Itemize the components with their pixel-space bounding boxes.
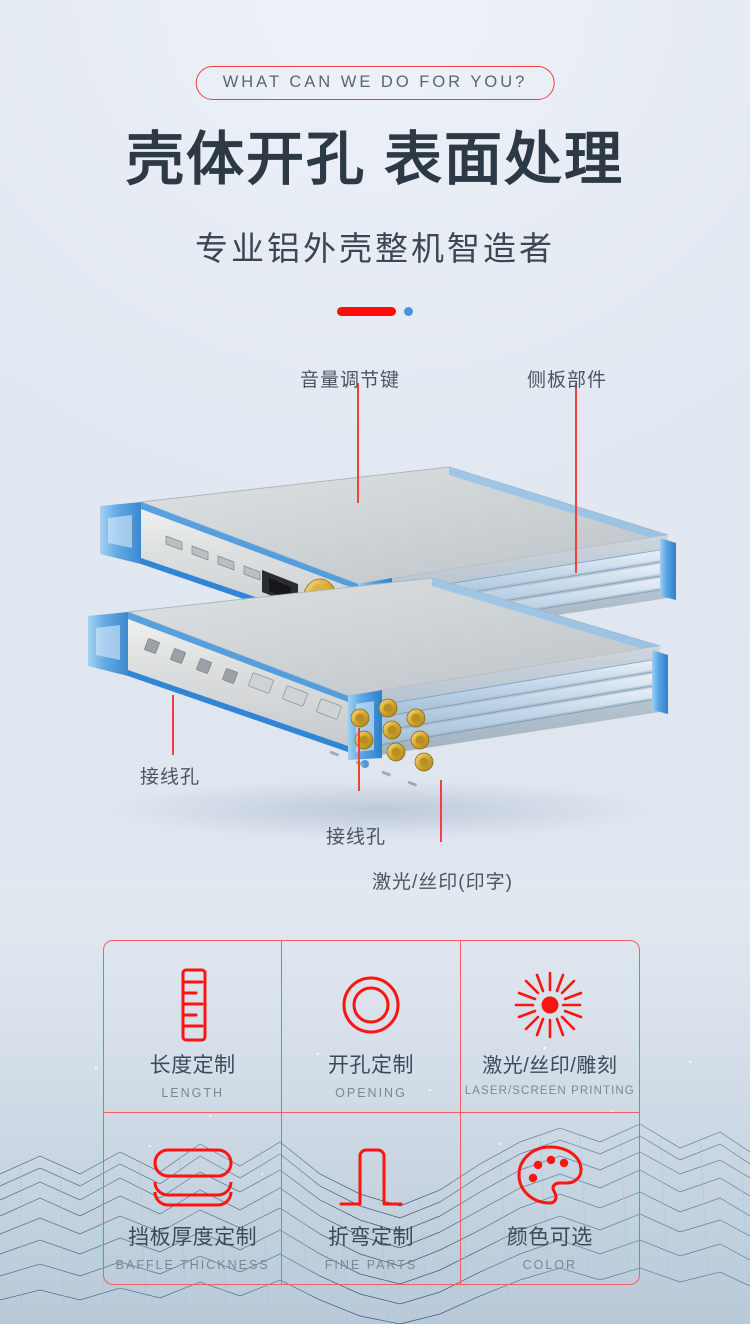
feature-label-cn: 长度定制 <box>149 1054 236 1077</box>
feature-cell-baffle[interactable]: 挡板厚度定制 BAFFLE THICKNESS <box>104 1112 283 1284</box>
feature-label-en: BAFFLE THICKNESS <box>115 1257 270 1272</box>
stacked-plates-icon <box>147 1135 239 1219</box>
callout-laser-print: 激光/丝印(印字) <box>372 872 513 893</box>
divider-dot <box>404 306 413 316</box>
hero-badge: WHAT CAN WE DO FOR YOU? <box>195 66 555 100</box>
laser-burst-icon <box>510 963 590 1047</box>
page-title-left: 壳体开孔 <box>125 127 366 192</box>
wireframe-terrain-decoration <box>0 1024 750 1324</box>
callout-side-panel: 侧板部件 <box>527 370 608 391</box>
lower-chassis <box>88 577 668 787</box>
divider-bar <box>337 306 396 316</box>
feature-cell-length[interactable]: 长度定制 LENGTH <box>104 941 283 1113</box>
leader-line-laser-print <box>440 780 442 842</box>
callout-volume-knob: 音量调节键 <box>300 370 401 391</box>
leader-line-wire-hole-mid <box>358 728 360 791</box>
left-mount-ear-upper <box>100 502 141 564</box>
feature-label-cn: 开孔定制 <box>327 1054 414 1077</box>
feature-cell-opening[interactable]: 开孔定制 OPENING <box>282 941 461 1113</box>
lower-front-ports <box>144 638 434 787</box>
callout-wire-hole-left: 接线孔 <box>140 767 201 788</box>
feature-label-en: FINE PARTS <box>324 1257 418 1272</box>
leader-line-side-panel <box>575 383 577 573</box>
page-title-right: 表面处理 <box>384 127 625 192</box>
bend-profile-icon <box>333 1135 409 1219</box>
page-title: 壳体开孔表面处理 <box>0 127 750 193</box>
right-mount-ear-lower <box>348 690 382 768</box>
left-mount-ear-lower <box>88 612 128 676</box>
feature-label-en: OPENING <box>335 1086 407 1100</box>
right-end-cap-lower <box>652 650 668 714</box>
feature-cell-bending[interactable]: 折弯定制 FINE PARTS <box>282 1112 461 1284</box>
right-end-cap-upper <box>660 538 676 600</box>
feature-label-cn: 颜色可选 <box>506 1225 593 1249</box>
feature-label-en: COLOR <box>522 1257 578 1272</box>
page-subtitle: 专业铝外壳整机智造者 <box>195 230 555 267</box>
palette-icon <box>512 1135 588 1219</box>
feature-label-en: LENGTH <box>161 1086 225 1100</box>
sma-connectors <box>350 698 434 772</box>
product-illustration: 音量调节键 侧板部件 接线孔 接线孔 激光/丝印(印字) <box>0 340 750 920</box>
divider-ornament <box>0 305 750 317</box>
feature-label-cn: 挡板厚度定制 <box>128 1225 258 1249</box>
feature-cell-laser[interactable]: 激光/丝印/雕刻 LASER/SCREEN PRINTING <box>460 941 639 1113</box>
lower-background-gradient <box>0 880 750 1324</box>
feature-grid: 长度定制 LENGTH 开孔定制 OPENING <box>103 940 640 1285</box>
feature-cell-color[interactable]: 颜色可选 COLOR <box>461 1113 639 1285</box>
leader-line-wire-hole-left <box>172 695 174 755</box>
leader-line-volume-knob <box>357 383 359 503</box>
feature-label-en: LASER/SCREEN PRINTING <box>464 1085 635 1097</box>
circle-hole-icon <box>335 963 407 1047</box>
callout-wire-hole-mid: 接线孔 <box>326 827 387 848</box>
feature-label-cn: 激光/丝印/雕刻 <box>482 1055 618 1077</box>
ruler-icon <box>169 963 217 1047</box>
feature-label-cn: 折弯定制 <box>327 1225 414 1249</box>
